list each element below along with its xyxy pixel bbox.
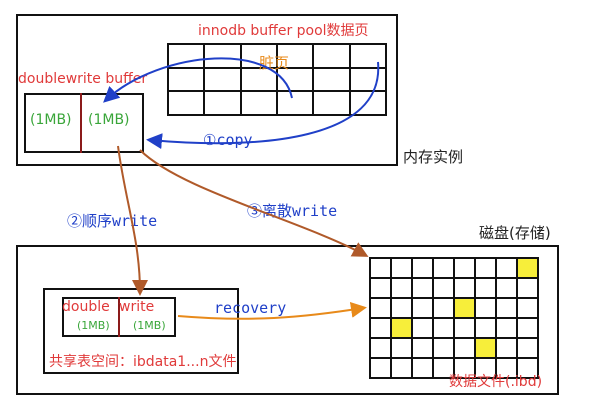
data-page-cell <box>453 337 476 359</box>
memory-doublewrite-divider <box>80 93 82 153</box>
memory-dw-right-size: (1MB) <box>88 112 130 128</box>
data-page-cell <box>495 257 518 279</box>
data-page-cell <box>495 277 518 299</box>
data-page-cell <box>390 337 413 359</box>
data-page-cell <box>411 337 434 359</box>
memory-dw-left-size: (1MB) <box>30 112 72 128</box>
data-page-cell <box>390 257 413 279</box>
data-page-cell <box>411 297 434 319</box>
data-page-cell <box>495 297 518 319</box>
data-page-cell <box>390 357 413 379</box>
data-page-cell <box>474 277 497 299</box>
scattered-write-label: ③离散write <box>247 202 338 220</box>
data-file-label: 数据文件(.ibd) <box>449 374 543 390</box>
data-page-cell <box>411 317 434 339</box>
data-page-cell <box>516 357 539 379</box>
data-page-cell <box>516 337 539 359</box>
data-page-cell <box>516 277 539 299</box>
disk-doublewrite-divider <box>118 297 120 337</box>
data-page-cell <box>516 297 539 319</box>
data-page-cell <box>495 357 518 379</box>
data-page-cell <box>369 277 392 299</box>
data-file-grid <box>369 257 539 379</box>
data-page-cell <box>432 337 455 359</box>
data-page-cell <box>474 297 497 319</box>
dirty-page-cell <box>390 317 413 339</box>
data-page-cell <box>453 357 476 379</box>
data-page-cell <box>411 257 434 279</box>
data-page-cell <box>495 337 518 359</box>
data-page-cell <box>432 297 455 319</box>
dirty-page-label: 脏页 <box>259 54 290 72</box>
buffer-pool-label: innodb buffer pool数据页 <box>198 23 369 39</box>
data-page-cell <box>369 337 392 359</box>
disk-dw-left-size: (1MB) <box>77 319 110 332</box>
data-page-cell <box>474 357 497 379</box>
data-page-cell <box>453 277 476 299</box>
doublewrite-buffer-label: doublewrite buffer <box>18 71 148 87</box>
data-page-cell <box>411 357 434 379</box>
disk-doublewrite-label-a: double <box>62 299 110 315</box>
dirty-page-cell <box>453 297 476 319</box>
data-page-cell <box>474 257 497 279</box>
disk-doublewrite-label-b: write <box>119 299 155 315</box>
data-page-cell <box>495 317 518 339</box>
data-page-cell <box>453 257 476 279</box>
disk-dw-right-size: (1MB) <box>133 319 166 332</box>
memory-instance-label: 内存实例 <box>403 148 464 166</box>
shared-tablespace-label: 共享表空间：ibdata1...n文件 <box>49 354 237 370</box>
data-page-cell <box>432 277 455 299</box>
dirty-page-cell <box>474 337 497 359</box>
data-page-cell <box>474 317 497 339</box>
data-page-cell <box>390 297 413 319</box>
data-page-cell <box>411 277 434 299</box>
data-page-cell <box>369 297 392 319</box>
data-page-cell <box>369 257 392 279</box>
data-page-cell <box>432 357 455 379</box>
data-page-cell <box>369 317 392 339</box>
disk-label: 磁盘(存储) <box>479 224 551 242</box>
memory-doublewrite-box <box>24 93 144 153</box>
copy-step-label: ①copy <box>203 131 253 149</box>
data-page-cell <box>453 317 476 339</box>
data-page-cell <box>516 317 539 339</box>
data-page-cell <box>432 257 455 279</box>
data-page-cell <box>369 357 392 379</box>
data-page-cell <box>432 317 455 339</box>
sequential-write-label: ②顺序write <box>67 212 158 230</box>
data-page-cell <box>390 277 413 299</box>
recovery-label: recovery <box>214 299 287 317</box>
dirty-page-cell <box>516 257 539 279</box>
